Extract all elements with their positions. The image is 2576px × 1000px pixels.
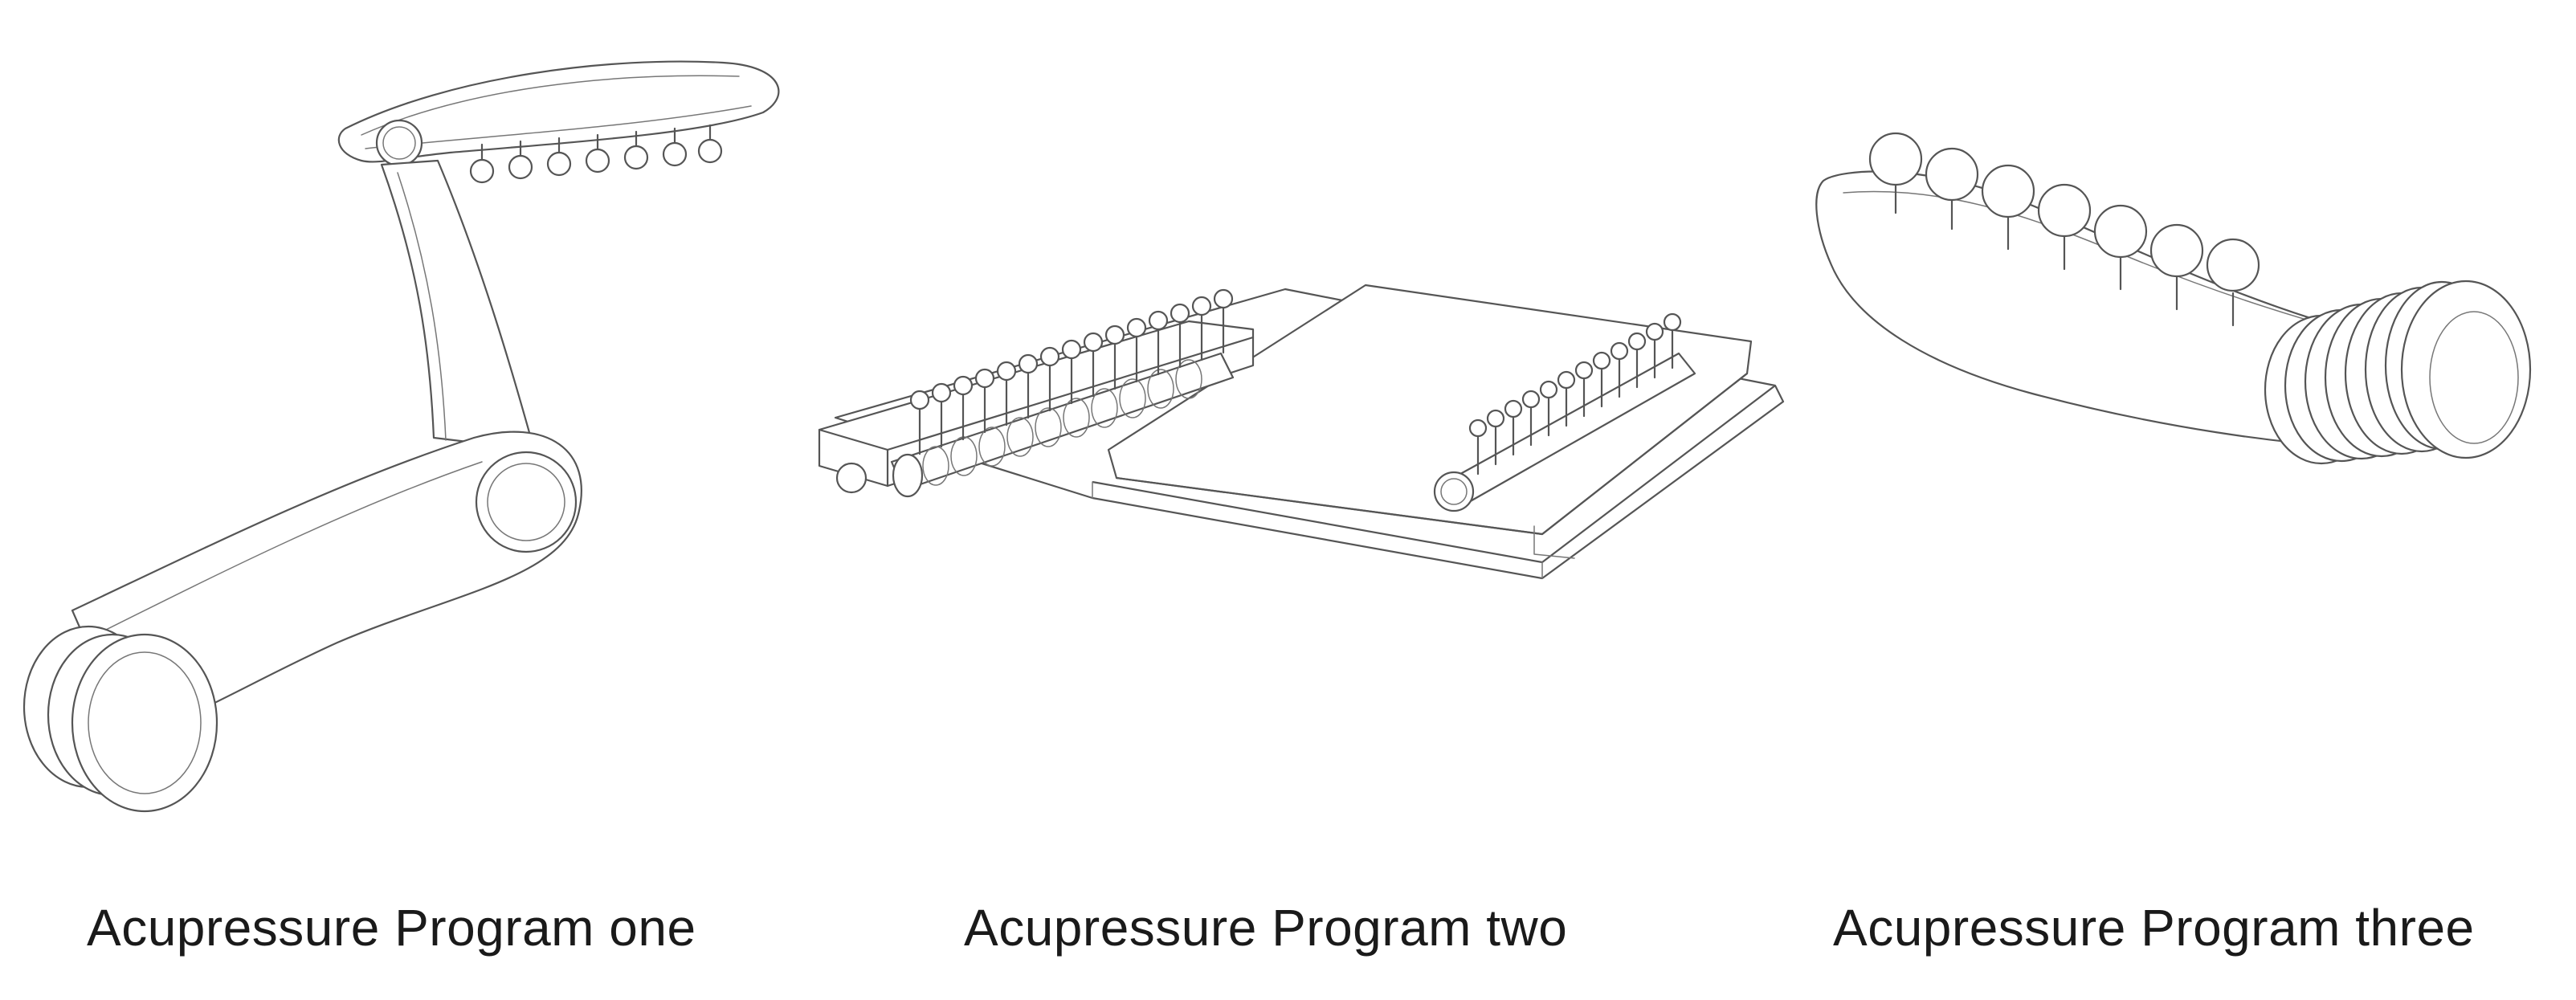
program-one-caption: Acupressure Program one xyxy=(87,899,696,957)
program-three-figure: Acupressure Program three xyxy=(1767,0,2576,1000)
program-two-caption: Acupressure Program two xyxy=(964,899,1568,957)
roller-board-acupressure-device-icon xyxy=(818,284,1785,580)
lever-arm-acupressure-device-icon xyxy=(22,60,780,813)
program-two-figure: Acupressure Program two xyxy=(803,0,1799,1000)
program-three-caption: Acupressure Program three xyxy=(1833,899,2475,957)
spring-coil-acupressure-device-icon xyxy=(1815,132,2532,465)
program-one-figure: Acupressure Program one xyxy=(0,0,803,1000)
